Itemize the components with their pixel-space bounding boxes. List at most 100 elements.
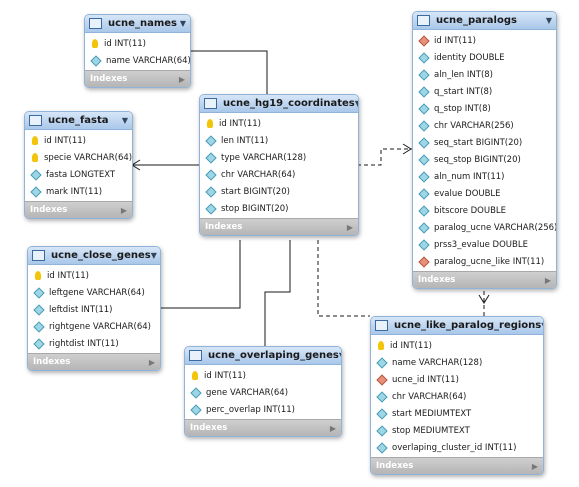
triangle-down-icon[interactable]: ▼ [150,251,157,260]
indexes-bar[interactable]: Indexes ▶ [85,70,190,87]
column-diamond-icon [418,238,430,251]
table-ucne-overlaping-genes[interactable]: ucne_overlaping_genes ▼ id INT(11) gene V… [184,346,342,437]
triangle-right-icon[interactable]: ▶ [148,357,155,367]
column-row[interactable]: gene VARCHAR(64) [185,384,341,401]
table-ucne-paralogs[interactable]: ucne_paralogs ▼ id INT(11) identity DOUBL… [412,11,557,289]
column-diamond-icon [376,424,388,437]
column-row[interactable]: identity DOUBLE [413,49,556,66]
column-label: bitscore DOUBLE [434,205,507,216]
column-row[interactable]: seq_start BIGINT(20) [413,134,556,151]
column-diamond-icon [418,136,430,149]
column-row[interactable]: bitscore DOUBLE [413,202,556,219]
indexes-bar[interactable]: Indexes ▶ [28,353,160,370]
column-row[interactable]: evalue DOUBLE [413,185,556,202]
column-row[interactable]: id INT(11) [413,32,556,49]
table-header[interactable]: ucne_overlaping_genes ▼ [185,347,341,365]
table-header[interactable]: ucne_fasta ▼ [25,112,132,130]
column-row[interactable]: rightgene VARCHAR(64) [28,318,160,335]
column-row[interactable]: aln_num INT(11) [413,168,556,185]
indexes-bar[interactable]: Indexes ▶ [371,457,543,474]
indexes-bar[interactable]: Indexes ▶ [185,419,341,436]
table-name: ucne_overlaping_genes [208,350,339,361]
column-diamond-icon [205,134,217,147]
triangle-right-icon[interactable]: ▶ [329,423,336,433]
column-label: stop MEDIUMTEXT [392,425,470,436]
column-label: start BIGINT(20) [221,186,290,197]
column-row[interactable]: prss3_evalue DOUBLE [413,236,556,253]
indexes-bar[interactable]: Indexes ▶ [413,271,556,288]
column-row[interactable]: len INT(11) [200,132,358,149]
column-label: name VARCHAR(128) [392,357,483,368]
column-row[interactable]: chr VARCHAR(256) [413,117,556,134]
column-diamond-icon [418,68,430,81]
indexes-label: Indexes [30,205,68,215]
triangle-down-icon[interactable]: ▼ [121,116,128,125]
column-row[interactable]: ucne_id INT(11) [371,371,543,388]
column-row[interactable]: leftdist INT(11) [28,301,160,318]
column-row[interactable]: fasta LONGTEXT [25,166,132,183]
triangle-down-icon[interactable]: ▼ [339,351,341,360]
column-row[interactable]: start MEDIUMTEXT [371,405,543,422]
column-row[interactable]: stop MEDIUMTEXT [371,422,543,439]
column-label: gene VARCHAR(64) [206,387,289,398]
column-row[interactable]: q_stop INT(8) [413,100,556,117]
column-row[interactable]: id INT(11) [85,35,190,52]
column-row[interactable]: mark INT(11) [25,183,132,200]
triangle-down-icon[interactable]: ▼ [179,19,186,28]
column-row[interactable]: chr VARCHAR(64) [371,388,543,405]
table-ucne-fasta[interactable]: ucne_fasta ▼ id INT(11)specie VARCHAR(64… [24,111,133,219]
indexes-label: Indexes [33,357,71,367]
triangle-down-icon[interactable]: ▼ [545,16,552,25]
column-row[interactable]: perc_overlap INT(11) [185,401,341,418]
table-header[interactable]: ucne_hg19_coordinates ▼ [200,95,358,113]
connector-hg19-overlap [264,240,291,347]
triangle-down-icon[interactable]: ▼ [355,99,358,108]
connector-hg19-regions [317,240,370,317]
table-header[interactable]: ucne_names ▼ [85,15,190,33]
column-row[interactable]: id INT(11) [28,267,160,284]
indexes-bar[interactable]: Indexes ▶ [25,201,132,218]
column-row[interactable]: specie VARCHAR(64) [25,149,132,166]
triangle-down-icon[interactable]: ▼ [541,321,543,330]
key-icon [192,371,198,380]
triangle-right-icon[interactable]: ▶ [120,205,127,215]
column-label: seq_start BIGINT(20) [434,137,523,148]
column-row[interactable]: paralog_ucne_like INT(11) [413,253,556,270]
table-ucne-like-paralog-regions[interactable]: ucne_like_paralog_regions ▼ id INT(11) na… [370,316,544,475]
table-header[interactable]: ucne_close_genes ▼ [28,247,160,265]
table-header[interactable]: ucne_like_paralog_regions ▼ [371,317,543,335]
triangle-right-icon[interactable]: ▶ [178,74,185,84]
column-row[interactable]: name VARCHAR(128) [371,354,543,371]
column-label: mark INT(11) [46,186,103,197]
key-icon [207,119,213,128]
column-row[interactable]: id INT(11) [25,132,132,149]
column-row[interactable]: q_start INT(8) [413,83,556,100]
table-ucne-close-genes[interactable]: ucne_close_genes ▼ id INT(11)leftgene VA… [27,246,161,371]
column-row[interactable]: id INT(11) [185,367,341,384]
column-diamond-icon [33,286,45,299]
triangle-right-icon[interactable]: ▶ [544,275,551,285]
column-label: identity DOUBLE [434,52,505,63]
table-ucne-names[interactable]: ucne_names ▼ id INT(11)name VARCHAR(64) … [84,14,191,88]
column-row[interactable]: type VARCHAR(128) [200,149,358,166]
column-diamond-icon [205,185,217,198]
column-row[interactable]: paralog_ucne VARCHAR(256) [413,219,556,236]
column-row[interactable]: aln_len INT(8) [413,66,556,83]
column-row[interactable]: stop BIGINT(20) [200,200,358,217]
table-ucne-hg19-coordinates[interactable]: ucne_hg19_coordinates ▼ id INT(11)len IN… [199,94,359,236]
column-row[interactable]: overlaping_cluster_id INT(11) [371,439,543,456]
column-row[interactable]: chr VARCHAR(64) [200,166,358,183]
column-row[interactable]: name VARCHAR(64) [85,52,190,69]
key-icon [32,136,38,145]
triangle-right-icon[interactable]: ▶ [531,461,538,471]
column-row[interactable]: start BIGINT(20) [200,183,358,200]
column-diamond-icon [376,356,388,369]
column-row[interactable]: seq_stop BIGINT(20) [413,151,556,168]
column-row[interactable]: rightdist INT(11) [28,335,160,352]
column-row[interactable]: id INT(11) [200,115,358,132]
indexes-bar[interactable]: Indexes ▶ [200,218,358,235]
column-row[interactable]: id INT(11) [371,337,543,354]
column-row[interactable]: leftgene VARCHAR(64) [28,284,160,301]
triangle-right-icon[interactable]: ▶ [346,222,353,232]
table-header[interactable]: ucne_paralogs ▼ [413,12,556,30]
